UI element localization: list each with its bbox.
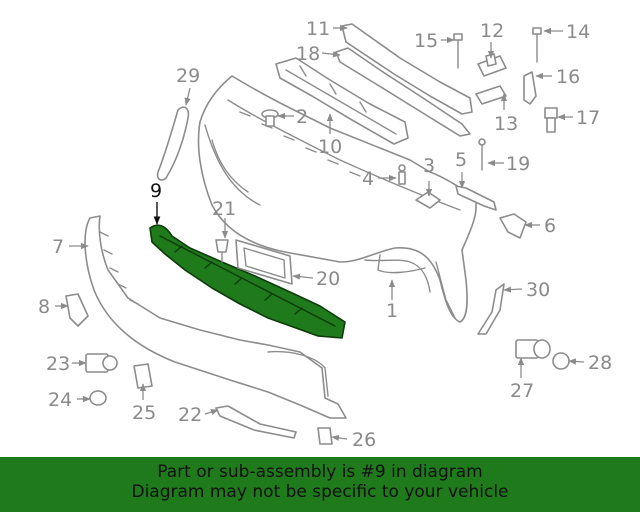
callout-9: 9 [150, 180, 162, 202]
callout-10: 10 [318, 136, 342, 158]
bracket-part-25 [133, 363, 153, 389]
bolt-part-14 [532, 27, 542, 63]
crossmember-part-11 [341, 23, 473, 115]
sensor-part-27 [515, 339, 551, 359]
callout-2: 2 [296, 106, 308, 128]
lower-bumper-trim-part [84, 215, 347, 419]
sensor-part-23 [85, 353, 118, 373]
callout-28: 28 [588, 352, 612, 374]
leader-lines [55, 24, 585, 442]
callout-17: 17 [576, 107, 600, 129]
bracket-part-16 [523, 71, 537, 105]
screw-part-2 [261, 109, 279, 127]
callout-29: 29 [176, 65, 200, 87]
clip-part-21 [215, 239, 229, 263]
screw-part-4 [398, 164, 406, 185]
callout-20: 20 [316, 268, 340, 290]
bracket-part-6 [499, 213, 527, 239]
callout-19: 19 [506, 153, 530, 175]
side-reflector-part [156, 106, 190, 181]
callout-23: 23 [46, 353, 70, 375]
callout-1: 1 [386, 300, 398, 322]
callout-12: 12 [480, 20, 504, 42]
callout-11: 11 [306, 18, 330, 40]
footer-line-2: Diagram may not be specific to your vehi… [131, 482, 509, 502]
clip-part-3 [415, 191, 441, 209]
callout-26: 26 [352, 429, 376, 451]
bolt-part-15 [453, 33, 463, 69]
callout-4: 4 [362, 168, 374, 190]
callout-27: 27 [510, 380, 534, 402]
callout-30: 30 [526, 279, 550, 301]
strip-part-5 [455, 185, 497, 211]
footer-line-1: Part or sub-assembly is #9 in diagram [157, 462, 483, 482]
callout-25: 25 [132, 402, 156, 424]
lower-reinforcement-part-highlighted [149, 224, 346, 339]
callout-7: 7 [52, 236, 64, 258]
callout-6: 6 [544, 215, 556, 237]
callout-16: 16 [556, 66, 580, 88]
bracket-strip-part-18 [335, 47, 471, 137]
clip-part-13 [475, 85, 507, 105]
trim-part-22 [215, 405, 297, 439]
bolt-part-19 [478, 138, 486, 171]
callout-8: 8 [38, 296, 50, 318]
callout-labels: 1 2 3 4 5 6 7 8 9 10 11 12 13 14 15 16 1… [38, 18, 612, 451]
callout-13: 13 [494, 113, 518, 135]
callout-3: 3 [423, 155, 435, 177]
trim-strip-part-30 [477, 283, 505, 335]
ring-part-28 [552, 352, 570, 370]
bracket-part-26 [317, 427, 333, 445]
plate-holder-part-20 [235, 239, 293, 285]
bolt-part-17 [544, 107, 558, 133]
parts-diagram: 1 2 3 4 5 6 7 8 9 10 11 12 13 14 15 16 1… [38, 18, 612, 451]
callout-21: 21 [212, 198, 236, 220]
callout-5: 5 [455, 149, 467, 171]
callout-22: 22 [178, 404, 202, 426]
callout-14: 14 [566, 21, 590, 43]
callout-18: 18 [296, 43, 320, 65]
ring-part-24 [89, 390, 107, 406]
bracket-part-8 [65, 293, 89, 327]
callout-15: 15 [414, 30, 438, 52]
bumper-cover-part [197, 75, 477, 323]
callout-24: 24 [48, 389, 72, 411]
bracket-part-12 [477, 53, 507, 77]
footer-banner: Part or sub-assembly is #9 in diagram Di… [0, 457, 640, 512]
